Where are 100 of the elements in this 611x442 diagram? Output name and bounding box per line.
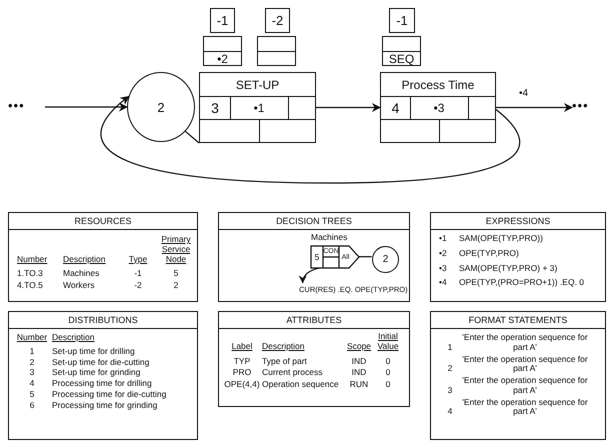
table-cell-text: OPE(4,4) [223,380,261,390]
column-header: Initial Value [376,332,400,352]
table-cell-text: 4 [28,379,36,389]
table-cell: 'Enter the operation sequence for part A' [461,398,589,418]
table-cell-text: 3 [446,386,454,396]
table-cell-text: -2 [133,281,143,291]
assign-value: SEQ [388,52,416,65]
queue-circle: 2 [127,72,195,142]
table-cell-text: 6 [28,400,36,410]
panel-heading: RESOURCES [9,213,197,230]
table-cell-text: 0 [384,380,392,390]
duration-expression: •3 [432,100,446,116]
text-label: ••• [572,97,610,113]
table-cell-text: 2 [172,281,180,291]
attribute-box: -2 [265,8,290,33]
table-cell-text: Type of part [262,356,308,366]
table-cell-text: Workers [63,281,96,291]
table-cell-text: •3 [439,264,448,274]
attribute-box: -1 [389,8,415,33]
activity-box [380,72,496,143]
activity-box [199,72,316,143]
duration-expression: •1 [252,100,266,116]
table-panel [430,311,606,440]
column-header: Primary Service Node [160,235,192,264]
table-cell: 'Enter the operation sequence for part A' [461,376,589,396]
table-cell-text: Processing time for grinding [52,400,158,410]
table-cell-text: Set-up time for die-cutting [52,358,150,368]
table-cell-text: 1 [446,342,454,353]
table-cell-text: 5 [28,390,36,400]
table-cell-text: 3 [28,368,36,378]
activity-number: 4 [390,98,400,118]
table-cell: 'Enter the operation sequence for part A' [461,354,589,374]
table-cell-text: -1 [133,269,143,280]
panel-heading: DECISION TREES [219,213,409,230]
table-panel [430,212,606,302]
activity-title: Process Time [400,76,476,94]
activity-title: SET-UP [234,76,280,94]
arrow [45,102,128,112]
table-cell-text: •4 [439,278,448,288]
table-cell-text: PRO [232,368,252,378]
column-header: Type [128,254,148,264]
table-cell-text: OPE(TYP,PRO) [459,248,520,259]
attribute-box: -1 [210,8,235,33]
table-cell-text: Current process [262,368,324,378]
table-cell-text: Machines [63,269,100,280]
panel-heading: FORMAT STATEMENTS [431,312,605,329]
arrow [100,96,520,184]
table-cell-text: Operation sequence [262,380,340,390]
table-cell-text: 4 [446,407,454,418]
queue-circle: 2 [372,246,399,273]
table-cell-text: IND [350,356,368,366]
text-label: ••• [8,97,45,113]
table-cell-text: IND [350,368,368,378]
table-cell-text: 2 [28,358,36,368]
table-cell-text: 0 [384,368,392,378]
assign-box [203,36,242,66]
table-cell-text: SAM(OPE(TYP,PRO) + 3) [459,264,558,274]
column-header: Number [16,333,48,343]
panel-heading: ATTRIBUTES [219,312,409,329]
panel-heading: EXPRESSIONS [431,213,605,230]
resource-capacity: 5 [314,251,320,264]
table-cell-text: •1 [439,234,448,244]
table-cell-text: OPE(TYP,(PRO=PRO+1)) .EQ. 0 [459,278,586,288]
resource-block [311,232,361,268]
column-header: Description [262,342,306,352]
table-cell-text: 1.TO.3 [17,269,44,280]
table-cell-text: Set-up time for drilling [52,346,136,357]
table-cell-text: 5 [172,269,180,280]
table-cell-text: Processing time for drilling [52,379,153,389]
connector-line [184,130,200,144]
column-header: Description [52,333,96,343]
column-header: Number [17,254,48,264]
arrow [316,103,381,112]
table-cell-text: 2 [446,364,454,374]
assign-box [382,36,421,66]
table-cell-text: RUN [348,380,370,390]
assign-value: •2 [216,52,229,65]
connector-line [358,256,372,258]
column-header: Label [230,342,254,352]
edge-label: •4 [518,88,530,98]
table-panel [8,311,198,440]
table-cell-text: SAM(OPE(TYP,PRO)) [459,234,544,244]
activity-number: 3 [210,98,220,118]
table-cell-text: Set-up time for grinding [52,368,142,378]
arrow [496,103,573,112]
decision-tree-panel [218,212,410,302]
table-panel [8,212,198,302]
table-cell: 'Enter the operation sequence for part A' [461,333,589,353]
assign-box [257,36,296,66]
table-cell-text: TYP [232,356,252,366]
table-panel [218,311,410,407]
table-cell-text: Processing time for die-cutting [52,390,168,400]
column-header: Description [63,254,107,264]
table-cell-text: •2 [439,248,448,259]
table-cell-text: 1 [28,346,36,357]
panel-heading: DISTRIBUTIONS [9,312,197,329]
column-header: Scope [346,342,372,352]
resource-name: Machines [311,232,348,242]
table-cell-text: 0 [384,356,392,366]
table-cell-text: 4.TO.5 [17,281,44,291]
